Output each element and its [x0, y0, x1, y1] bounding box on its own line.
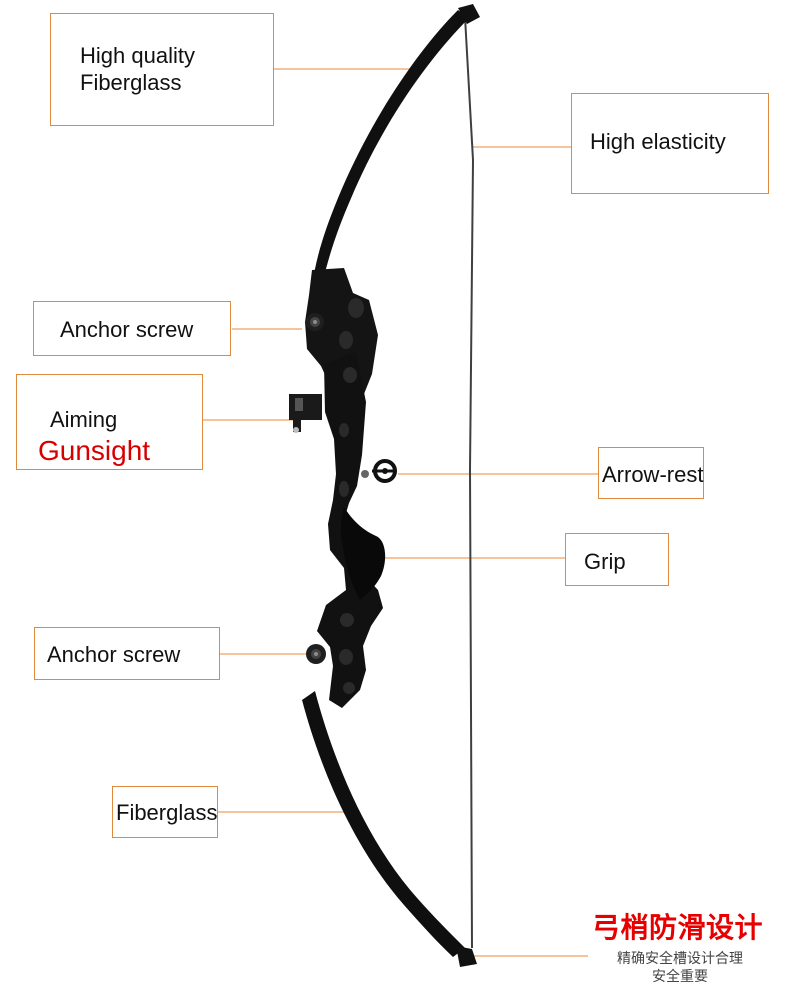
high-quality-fiberglass-line1: High quality: [80, 43, 195, 68]
callout-anchor-screw-bottom: [34, 627, 220, 680]
upper-limb: [312, 10, 469, 289]
bottom-anchor-screw: [306, 644, 326, 664]
gunsight-label: Gunsight: [38, 435, 151, 466]
upper-tip: [458, 4, 480, 24]
callout-high-elasticity: [571, 93, 769, 194]
callout-arrow-rest: [598, 447, 704, 499]
aiming-label: Aiming: [50, 407, 118, 432]
fiberglass-label: Fiberglass: [116, 800, 218, 825]
leader-lines: [203, 68, 598, 957]
callout-fiberglass: [112, 786, 218, 838]
bowstring: [464, 16, 475, 949]
high-quality-fiberglass-line2: Fiberglass: [80, 70, 182, 95]
top-anchor-screw: [306, 313, 324, 331]
arrow-rest-label: Arrow-rest: [602, 462, 704, 487]
callout-grip: [565, 533, 669, 586]
arrow-rest: [361, 459, 397, 483]
anchor-screw-top-label: Anchor screw: [60, 317, 194, 342]
gunsight: [289, 394, 322, 433]
callout-high-quality-fiberglass: [50, 13, 274, 126]
anti-slip-subtitle-line2: 安全重要: [652, 968, 708, 984]
riser-cutouts: [339, 298, 364, 694]
lower-tip: [456, 946, 477, 967]
anti-slip-subtitle-line1: 精确安全槽设计合理: [617, 950, 743, 966]
high-elasticity-label: High elasticity: [590, 129, 726, 154]
grip-shape: [340, 507, 386, 600]
riser-body: [317, 352, 383, 708]
anchor-screw-bottom-label: Anchor screw: [47, 642, 181, 667]
lower-limb: [302, 691, 465, 957]
callout-aiming-gunsight: [16, 374, 203, 470]
grip-label: Grip: [584, 549, 626, 574]
callout-anchor-screw-top: [33, 301, 231, 356]
anti-slip-title: 弓梢防滑设计: [592, 912, 764, 943]
